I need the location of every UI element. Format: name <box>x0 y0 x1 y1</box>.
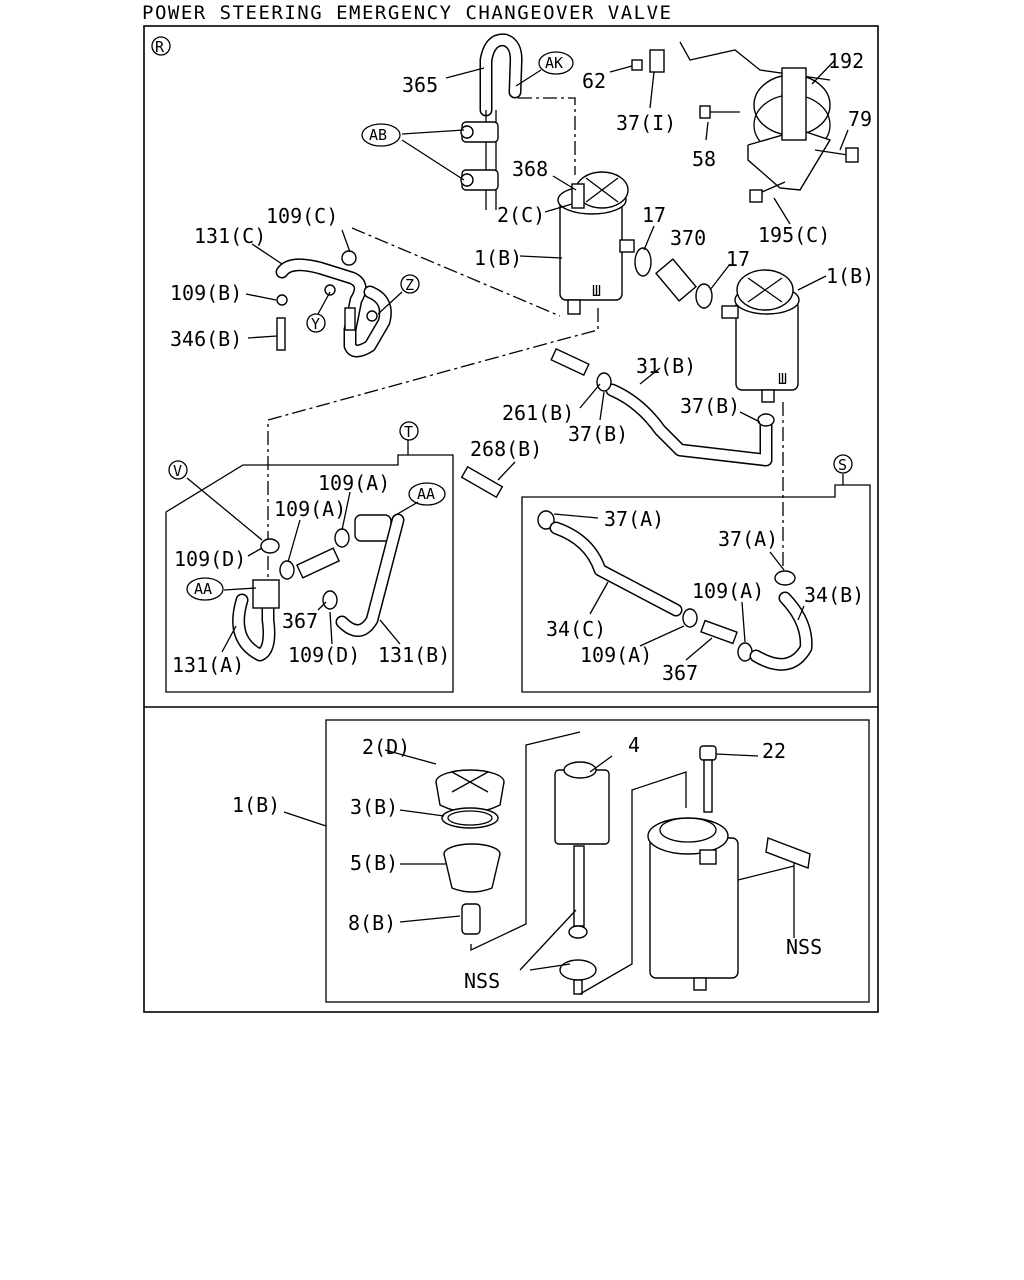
inset-s-frame <box>521 484 871 693</box>
callout-2c: 2(C) <box>497 203 545 227</box>
svg-text:Ш: Ш <box>592 282 601 300</box>
callout-8b: 8(B) <box>348 911 396 935</box>
tank-body <box>647 817 739 991</box>
callout-z: Z <box>405 276 414 294</box>
region-mark: R <box>155 38 165 56</box>
callout-ab: AB <box>369 126 387 144</box>
callout-37a-b: 37(A) <box>718 527 778 551</box>
callout-109d-b: 109(D) <box>288 643 360 667</box>
callout-labels: 365 AK 62 37(I) 192 79 58 AB 368 2(C) 17… <box>170 49 874 993</box>
outer-frame <box>143 25 879 1013</box>
callout-131a: 131(A) <box>172 653 244 677</box>
callout-192: 192 <box>828 49 864 73</box>
hose-131c <box>275 250 392 358</box>
callout-109a-a: 109(A) <box>318 471 390 495</box>
callout-s: S <box>838 456 847 474</box>
callout-y: Y <box>311 315 320 333</box>
leader-ak <box>518 97 576 175</box>
callout-62: 62 <box>582 69 606 93</box>
leader-8b-nss <box>470 731 581 952</box>
callout-31b: 31(B) <box>636 354 696 378</box>
inset-t-parts <box>232 513 405 662</box>
callout-1b-lower: 1(B) <box>232 793 280 817</box>
bracket-ab <box>460 110 499 210</box>
callout-109a-d: 109(A) <box>580 643 652 667</box>
callout-109b: 109(B) <box>170 281 242 305</box>
callout-368: 368 <box>512 157 548 181</box>
callout-2d: 2(D) <box>362 735 410 759</box>
callout-t: T <box>404 423 413 441</box>
callout-367-a: 367 <box>282 609 318 633</box>
callout-37b-b: 37(B) <box>568 422 628 446</box>
spring-8b <box>461 903 481 935</box>
leader-filter-body <box>579 771 687 995</box>
cap-2d <box>435 769 505 814</box>
callout-131b: 131(B) <box>378 643 450 667</box>
callout-109c: 109(C) <box>266 204 338 228</box>
callout-268b: 268(B) <box>470 437 542 461</box>
route-upper-left <box>351 227 561 317</box>
page-title: POWER STEERING EMERGENCY CHANGEOVER VALV… <box>142 2 673 24</box>
strainer-5b <box>443 843 501 893</box>
callout-v: V <box>173 462 182 480</box>
callout-nss-b: NSS <box>786 935 822 959</box>
inset-t-frame <box>165 454 454 693</box>
callout-109d-a: 109(D) <box>174 547 246 571</box>
callout-1b-upper: 1(B) <box>474 246 522 270</box>
callout-1b-right: 1(B) <box>826 264 874 288</box>
callout-346b: 346(B) <box>170 327 242 351</box>
callout-3b: 3(B) <box>350 795 398 819</box>
svg-text:Ш: Ш <box>778 370 787 388</box>
callout-5b: 5(B) <box>350 851 398 875</box>
inset-s-parts <box>460 465 813 671</box>
callout-4: 4 <box>628 733 640 757</box>
bolts-upper <box>631 49 859 203</box>
callout-261b: 261(B) <box>502 401 574 425</box>
callout-nss-a: NSS <box>464 969 500 993</box>
hose-31b <box>550 348 775 467</box>
callout-37a-a: 37(A) <box>604 507 664 531</box>
callout-79: 79 <box>848 107 872 131</box>
callout-131c: 131(C) <box>194 224 266 248</box>
callout-37b-a: 37(B) <box>680 394 740 418</box>
callout-aa-a: AA <box>417 485 435 503</box>
callout-367-b: 367 <box>662 661 698 685</box>
leader-lines <box>186 59 849 971</box>
filter-4 <box>554 761 610 995</box>
callout-ak: AK <box>545 54 563 72</box>
callout-370: 370 <box>670 226 706 250</box>
callout-17b: 17 <box>726 247 750 271</box>
route-upper-down <box>267 308 599 620</box>
callout-109a-b: 109(A) <box>274 497 346 521</box>
callout-22: 22 <box>762 739 786 763</box>
nss-tag <box>765 837 811 869</box>
callout-109a-c: 109(A) <box>692 579 764 603</box>
callout-37i: 37(I) <box>616 111 676 135</box>
callout-aa-b: AA <box>194 580 212 598</box>
hose-365 <box>479 33 523 117</box>
callout-58: 58 <box>692 147 716 171</box>
hose-370 <box>634 247 713 309</box>
tag-shapes <box>168 51 853 601</box>
bracket-192 <box>679 41 832 191</box>
callout-34c: 34(C) <box>546 617 606 641</box>
region-mark-circle <box>151 36 171 56</box>
callout-195c: 195(C) <box>758 223 830 247</box>
dipstick-22 <box>699 745 717 813</box>
reservoir-upper: Ш <box>557 171 635 315</box>
callout-34b: 34(B) <box>804 583 864 607</box>
lower-inset-frame <box>325 719 870 1003</box>
reservoir-right: Ш <box>721 269 800 403</box>
callout-17a: 17 <box>642 203 666 227</box>
callout-365: 365 <box>402 73 438 97</box>
